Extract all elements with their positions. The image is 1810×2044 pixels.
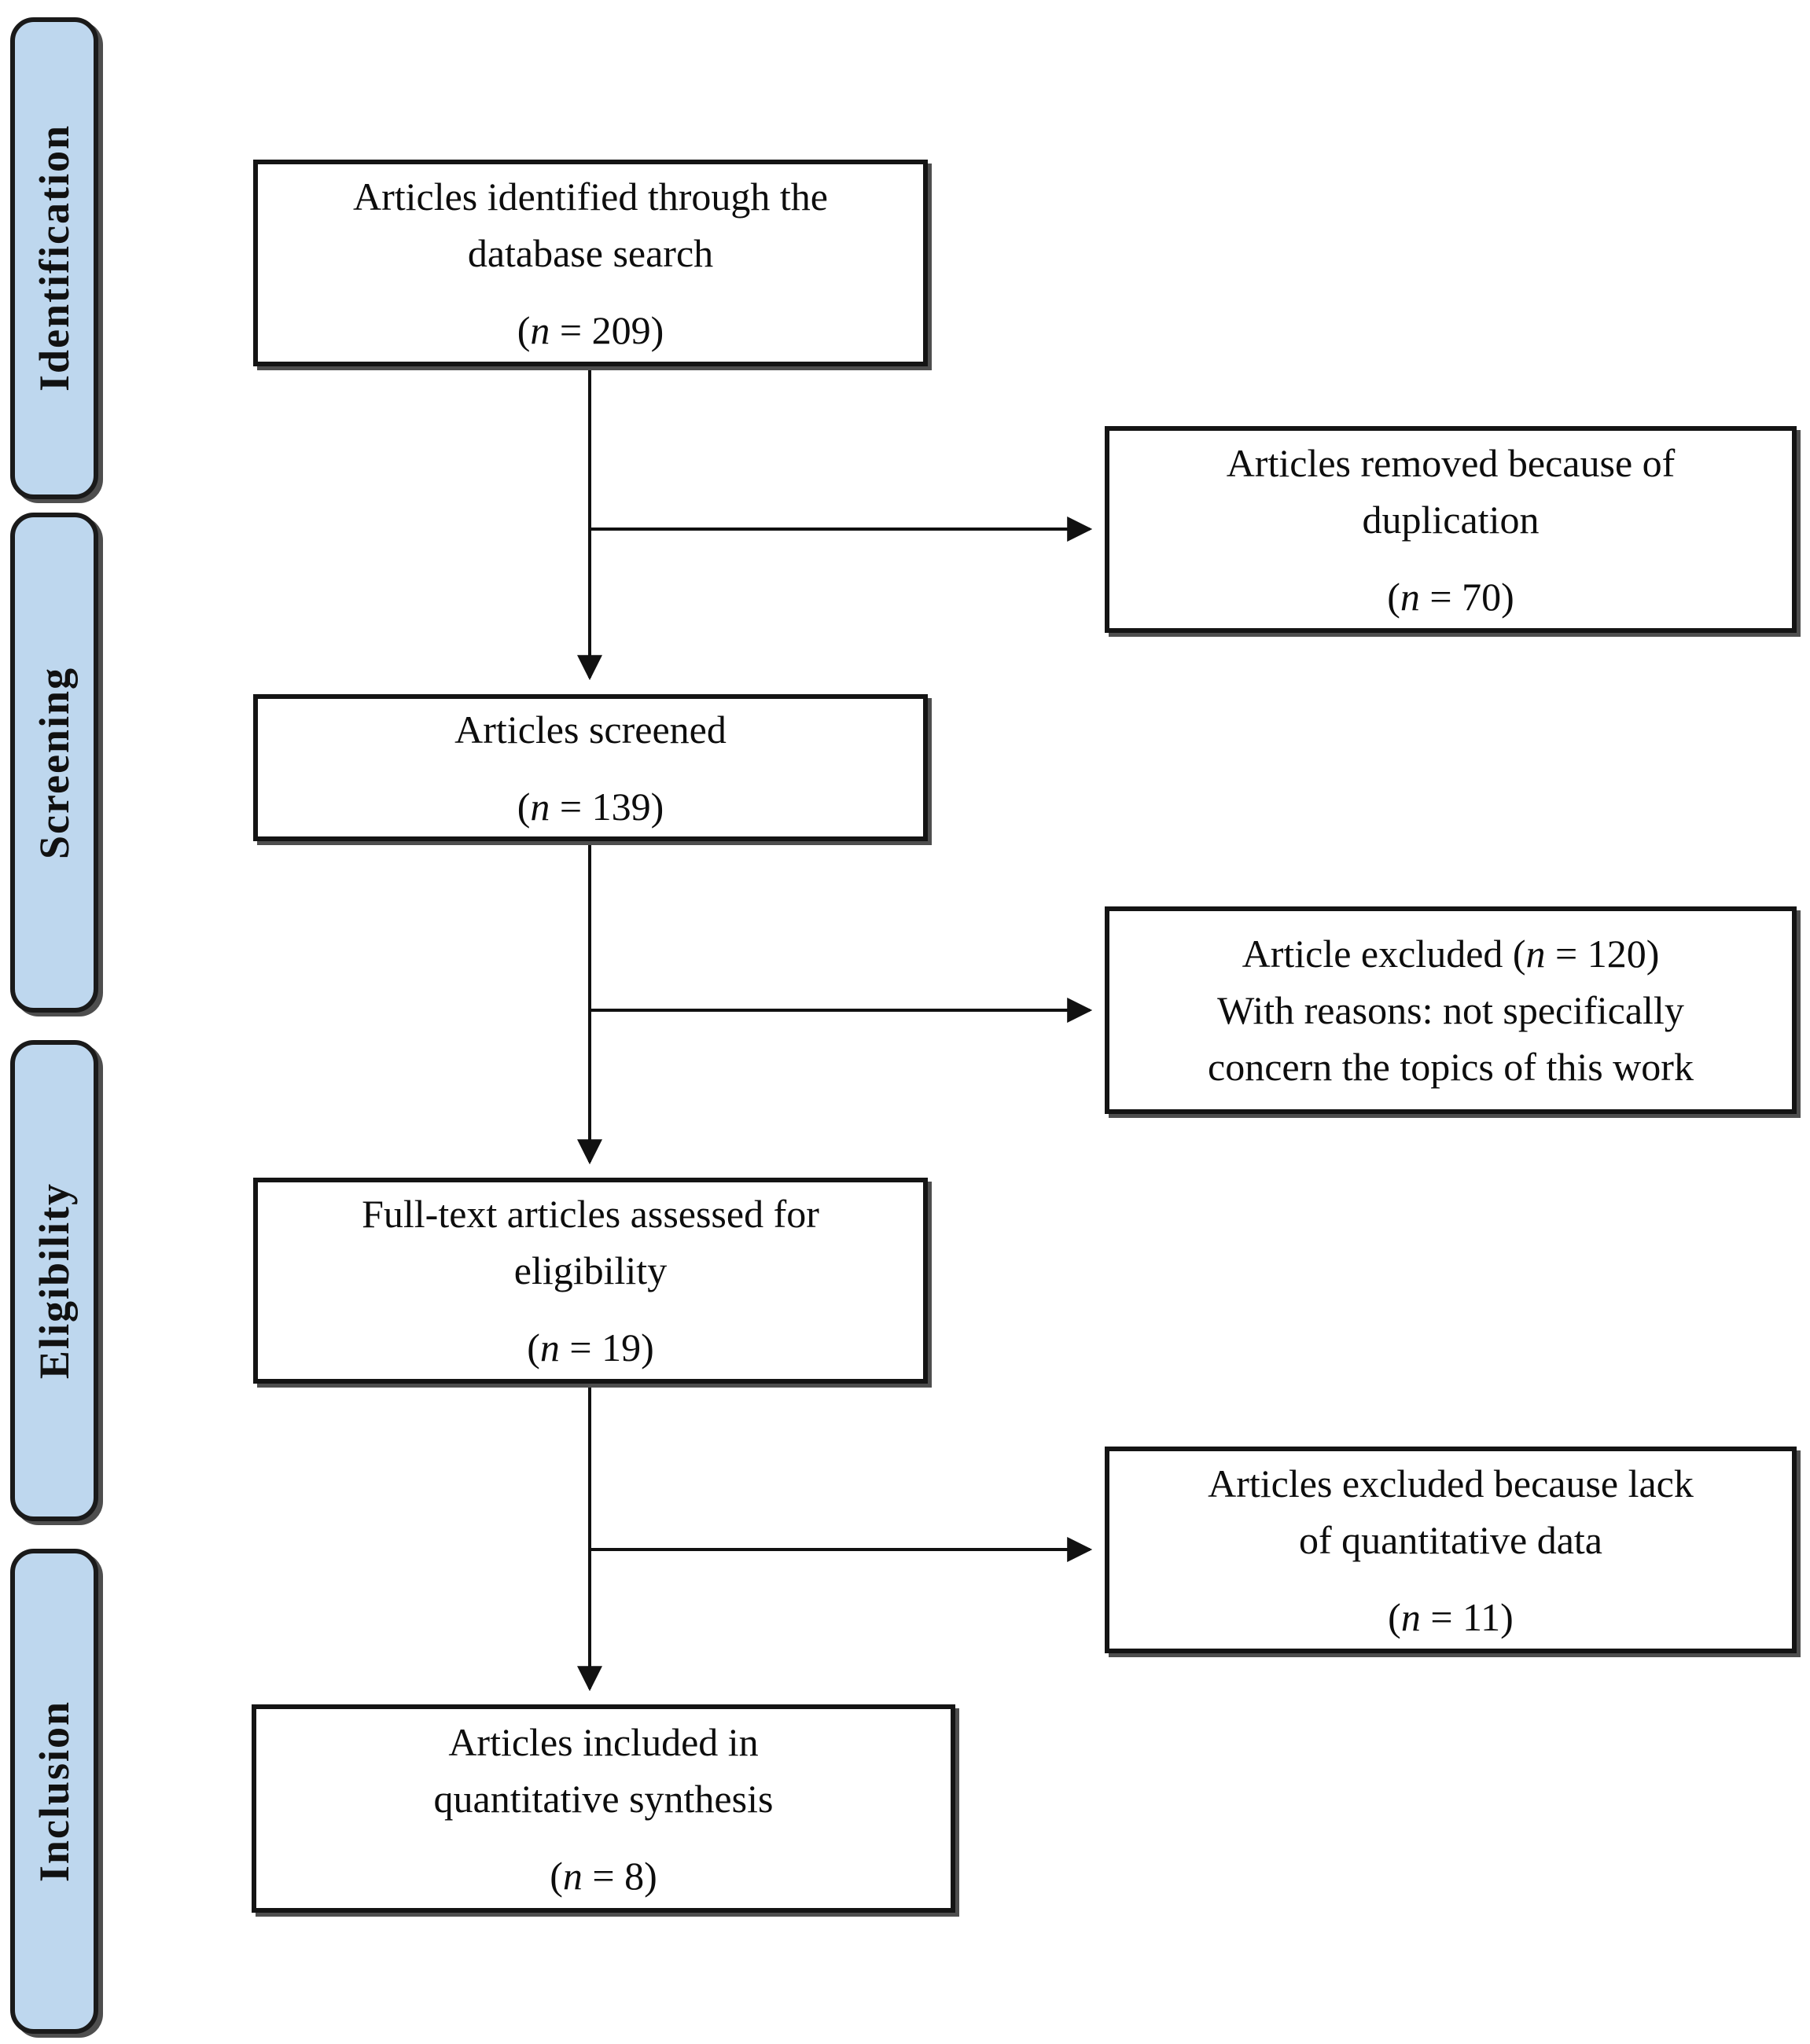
box-text-line: With reasons: not specifically [1217, 988, 1684, 1032]
box-count: (n = 139) [454, 778, 727, 835]
count-open: ( [1387, 574, 1400, 619]
stage-screening: Screening [10, 513, 98, 1013]
stage-label-inclusion: Inclusion [31, 1700, 78, 1883]
count-open: ( [527, 1325, 540, 1369]
box-text-line: database search [467, 230, 714, 275]
box-text-line: Articles identified through the [352, 174, 828, 219]
box-count: (n = 8) [434, 1847, 774, 1904]
count-n: n [1525, 932, 1546, 976]
count-n: n [1400, 1594, 1421, 1639]
box-count: (n = 209) [353, 302, 828, 358]
box-text-line: duplication [1362, 497, 1540, 542]
flow-box-identified: Articles identified through the database… [253, 160, 928, 366]
stage-inclusion: Inclusion [10, 1549, 98, 2034]
count-n: n [1400, 574, 1420, 619]
count-rest: = 70) [1419, 574, 1514, 619]
flow-box-screened: Articles screened (n = 139) [253, 694, 928, 841]
count-n: n [539, 1325, 560, 1369]
box-count: (n = 70) [1227, 568, 1676, 625]
count-open: ( [1388, 1594, 1401, 1639]
stage-label-eligibility: Eligibility [31, 1182, 78, 1380]
count-rest: = 11) [1420, 1594, 1514, 1639]
count-open: ( [550, 1853, 563, 1898]
box-text-line: eligibility [513, 1248, 668, 1292]
count-open: ( [517, 784, 531, 829]
box-text-line: Articles included in [448, 1719, 759, 1764]
flow-box-removed-duplication: Articles removed because of duplication … [1105, 426, 1797, 633]
count-rest: = 8) [582, 1853, 657, 1898]
box-text-line: Articles removed because of [1226, 440, 1676, 485]
box-text-line: of quantitative data [1299, 1517, 1602, 1562]
count-n: n [562, 1853, 583, 1898]
count-open: ( [517, 307, 531, 352]
box-text-line: Full-text articles assessed for [362, 1192, 819, 1236]
flow-box-excluded-topics: Article excluded (n = 120) With reasons:… [1105, 906, 1797, 1114]
stage-eligibility: Eligibility [10, 1040, 98, 1521]
stage-label-identification: Identification [31, 124, 78, 392]
count-rest: = 120) [1545, 932, 1660, 976]
stage-label-screening: Screening [31, 666, 78, 859]
count-n: n [530, 784, 550, 829]
box-text-line: concern the topics of this work [1208, 1045, 1694, 1089]
count-n: n [530, 307, 550, 352]
flow-box-fulltext: Full-text articles assessed for eligibil… [253, 1178, 928, 1384]
flow-box-excluded-quantdata: Articles excluded because lack of quanti… [1105, 1447, 1797, 1653]
stage-identification: Identification [10, 17, 98, 499]
box-count: (n = 11) [1208, 1589, 1694, 1645]
box-text-line: Articles excluded because lack [1208, 1461, 1694, 1505]
box-text-segment: Article excluded [1242, 932, 1513, 976]
box-text-line: Article excluded (n = 120) [1208, 925, 1694, 982]
count-rest: = 19) [559, 1325, 654, 1369]
box-text-line: quantitative synthesis [433, 1776, 774, 1821]
box-text-line: Articles screened [454, 707, 727, 752]
box-count: (n = 19) [362, 1319, 819, 1376]
count-rest: = 139) [550, 784, 664, 829]
count-rest: = 209) [550, 307, 664, 352]
count-open: ( [1512, 932, 1526, 976]
flow-box-included: Articles included in quantitative synthe… [252, 1704, 955, 1913]
